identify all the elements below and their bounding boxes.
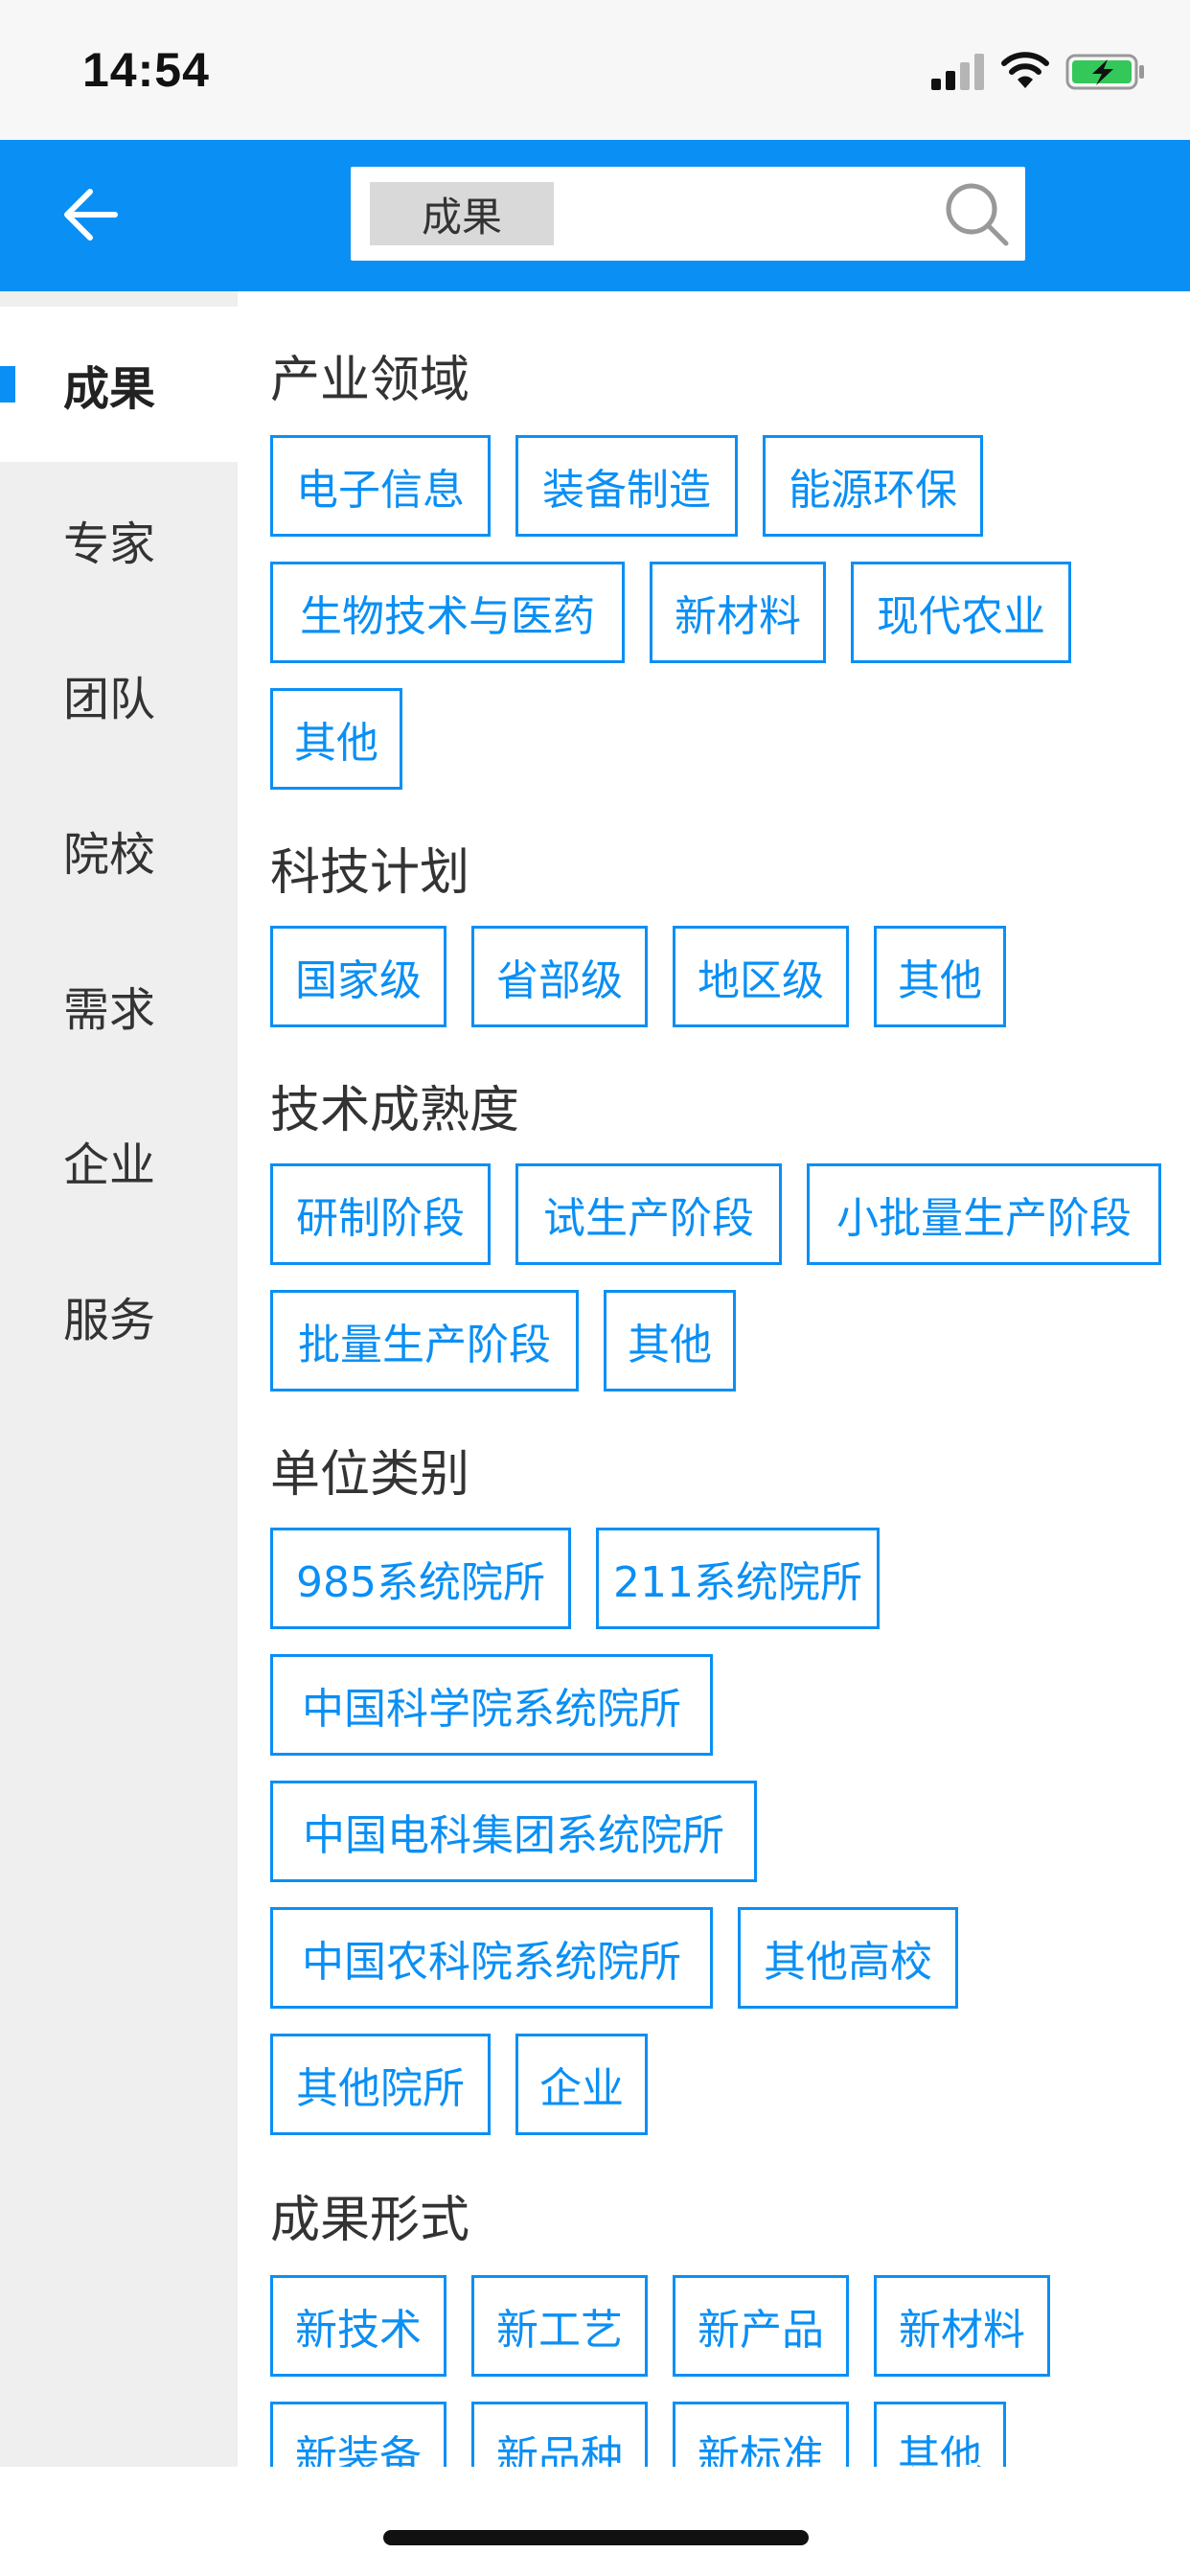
section-title-sci-tech-plan: 科技计划 <box>270 844 470 902</box>
section-title-result-form: 成果形式 <box>270 2192 470 2249</box>
filter-tag[interactable]: 其他 <box>874 2402 1006 2467</box>
status-time: 14:54 <box>82 43 210 97</box>
wifi-icon <box>1001 52 1049 88</box>
arrow-left-icon <box>64 189 118 241</box>
filter-tag[interactable]: 省部级 <box>471 926 648 1027</box>
filter-tag[interactable]: 985系统院所 <box>270 1528 571 1629</box>
filter-tag[interactable]: 新材料 <box>650 562 826 663</box>
header-bar: 成果 <box>0 140 1190 291</box>
filter-tag[interactable]: 新标准 <box>673 2402 849 2467</box>
sidebar-item-teams[interactable]: 团队 <box>63 673 156 726</box>
cellular-signal-icon <box>931 54 984 90</box>
filter-tag[interactable]: 其他 <box>874 926 1006 1027</box>
filter-tag[interactable]: 现代农业 <box>851 562 1071 663</box>
filter-tag[interactable]: 新工艺 <box>471 2275 648 2377</box>
filter-tag[interactable]: 新产品 <box>673 2275 849 2377</box>
filter-tag[interactable]: 其他高校 <box>738 1907 958 2009</box>
section-title-industry: 产业领域 <box>270 352 470 409</box>
filter-tag[interactable]: 地区级 <box>673 926 849 1027</box>
filter-tag[interactable]: 生物技术与医药 <box>270 562 625 663</box>
filter-tag[interactable]: 企业 <box>515 2034 648 2135</box>
filter-tag[interactable]: 能源环保 <box>763 435 983 537</box>
back-button[interactable] <box>54 178 126 251</box>
filter-tag[interactable]: 211系统院所 <box>596 1528 880 1629</box>
sidebar-item-achievements[interactable]: 成果 <box>0 307 238 462</box>
search-box[interactable]: 成果 <box>351 167 1025 261</box>
filter-tag[interactable]: 新技术 <box>270 2275 446 2377</box>
sidebar-item-institutions[interactable]: 院校 <box>63 828 156 882</box>
section-title-tech-maturity: 技术成熟度 <box>270 1082 520 1139</box>
section-title-unit-type: 单位类别 <box>270 1446 470 1504</box>
filter-tag[interactable]: 试生产阶段 <box>515 1163 782 1265</box>
sidebar-item-enterprises[interactable]: 企业 <box>63 1138 156 1192</box>
filter-tag[interactable]: 其他 <box>270 688 402 790</box>
filter-tag[interactable]: 装备制造 <box>515 435 738 537</box>
filter-tag[interactable]: 批量生产阶段 <box>270 1290 579 1392</box>
search-category-chip[interactable]: 成果 <box>370 182 554 245</box>
filter-tag[interactable]: 研制阶段 <box>270 1163 491 1265</box>
filter-tag[interactable]: 新装备 <box>270 2402 446 2467</box>
filter-tag[interactable]: 其他 <box>604 1290 736 1392</box>
search-icon[interactable] <box>939 176 1014 251</box>
filter-tag[interactable]: 中国农科院系统院所 <box>270 1907 713 2009</box>
filter-tag[interactable]: 其他院所 <box>270 2034 491 2135</box>
battery-charging-icon <box>1065 54 1144 90</box>
filter-tag[interactable]: 新品种 <box>471 2402 648 2467</box>
filter-tag[interactable]: 中国电科集团系统院所 <box>270 1781 757 1882</box>
sidebar-item-demands[interactable]: 需求 <box>63 983 156 1037</box>
filter-tag[interactable]: 新材料 <box>874 2275 1050 2377</box>
filter-tag[interactable]: 国家级 <box>270 926 446 1027</box>
sidebar-item-experts[interactable]: 专家 <box>63 518 156 571</box>
sidebar-item-services[interactable]: 服务 <box>63 1294 156 1347</box>
category-sidebar: 成果 专家 团队 院校 需求 企业 服务 <box>0 291 238 2467</box>
filter-tag[interactable]: 小批量生产阶段 <box>807 1163 1161 1265</box>
filter-panel: 产业领域 电子信息 装备制造 能源环保 生物技术与医药 新材料 现代农业 其他 … <box>238 291 1190 2467</box>
home-indicator <box>383 2530 809 2545</box>
filter-tag[interactable]: 电子信息 <box>270 435 491 537</box>
status-bar: 14:54 <box>0 0 1190 140</box>
filter-tag[interactable]: 中国科学院系统院所 <box>270 1654 713 1756</box>
